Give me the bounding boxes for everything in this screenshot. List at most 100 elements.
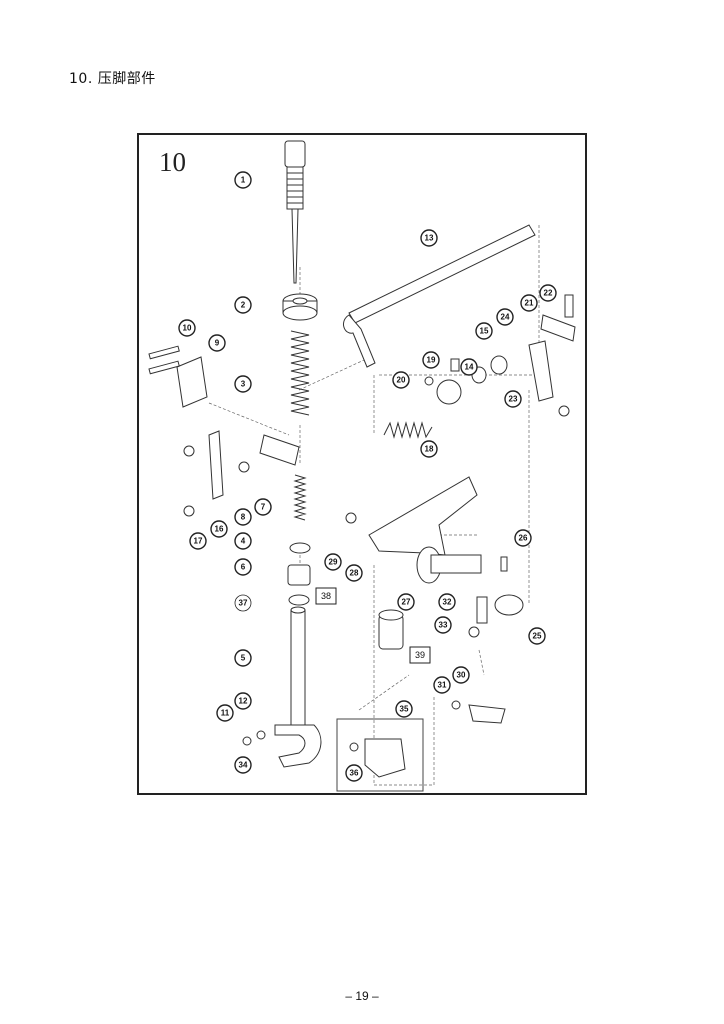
callout-34: 34 [234,756,252,774]
screw-32 [476,596,488,624]
block-part [259,434,300,466]
svg-text:27: 27 [402,598,411,607]
detail-box [336,718,424,792]
callout-10: 10 [178,319,196,337]
bracket-30 [468,704,506,724]
svg-text:10: 10 [183,324,192,333]
callout-13: 13 [420,229,438,247]
svg-text:35: 35 [400,705,409,714]
shaft-27 [416,546,482,584]
callout-19: 19 [422,351,440,369]
callout-32: 32 [438,593,456,611]
small-spring [293,474,307,521]
bracket-part [148,345,208,408]
svg-text:26: 26 [519,534,528,543]
link-arm [208,430,224,500]
callout-36: 36 [345,764,363,782]
sleeve-part [378,609,404,650]
svg-text:6: 6 [241,563,246,572]
callout-22: 22 [539,284,557,302]
svg-text:3: 3 [241,380,246,389]
callout-38: 38 [315,587,337,605]
screw-29 [345,512,357,524]
page-number: – 19 – [345,989,379,1003]
callout-layer: 1234567891011121314151617181920212223242… [178,171,557,782]
callout-20: 20 [392,371,410,389]
svg-text:11: 11 [221,709,230,718]
crank-assembly [528,294,576,417]
callout-16: 16 [210,520,228,538]
lifting-shaft [343,224,536,368]
screw-26 [500,556,508,572]
washer-12 [256,730,266,740]
svg-text:8: 8 [241,513,246,522]
washer-33 [468,626,480,638]
callout-31: 31 [433,676,451,694]
svg-text:36: 36 [350,769,359,778]
svg-text:13: 13 [425,234,434,243]
screw-17 [183,505,195,517]
svg-text:18: 18 [425,445,434,454]
callout-5: 5 [234,649,252,667]
callout-8: 8 [234,508,252,526]
nut-part [282,293,318,321]
callout-4: 4 [234,532,252,550]
presser-bar [290,606,306,731]
svg-text:14: 14 [465,363,474,372]
callout-9: 9 [208,334,226,352]
callout-3: 3 [234,375,252,393]
svg-text:37: 37 [239,599,248,608]
svg-text:20: 20 [397,376,406,385]
callout-29: 29 [324,553,342,571]
figure-number: 10 [159,147,186,177]
callout-6: 6 [234,558,252,576]
callout-26: 26 [514,529,532,547]
callout-23: 23 [504,390,522,408]
callout-35: 35 [395,700,413,718]
screw-11 [242,736,252,746]
svg-text:19: 19 [427,356,436,365]
svg-text:25: 25 [533,632,542,641]
callout-30: 30 [452,666,470,684]
callout-12: 12 [234,692,252,710]
svg-text:30: 30 [457,671,466,680]
svg-text:5: 5 [241,654,246,663]
screw-16 [183,445,195,457]
svg-text:32: 32 [443,598,452,607]
svg-text:15: 15 [480,327,489,336]
svg-text:31: 31 [438,681,447,690]
collar-part [289,542,311,554]
callout-7: 7 [254,498,272,516]
svg-text:16: 16 [215,525,224,534]
section-heading: 10. 压脚部件 [69,71,156,87]
screw-8 [238,461,250,473]
bushing-part [287,564,311,606]
svg-text:9: 9 [215,339,220,348]
callout-39: 39 [409,646,431,664]
callout-11: 11 [216,704,234,722]
svg-text:24: 24 [501,313,510,322]
callout-33: 33 [434,616,452,634]
screw-31 [451,700,461,710]
svg-text:29: 29 [329,558,338,567]
svg-text:23: 23 [509,395,518,404]
svg-text:21: 21 [525,299,534,308]
presser-foot [274,724,322,768]
callout-25: 25 [528,627,546,645]
callout-21: 21 [520,294,538,312]
svg-text:22: 22 [544,289,553,298]
callout-28: 28 [345,564,363,582]
callout-15: 15 [475,322,493,340]
callout-2: 2 [234,296,252,314]
screw-36 [349,742,359,752]
adjusting-screw [284,140,306,284]
svg-text:4: 4 [241,537,246,546]
svg-text:39: 39 [415,650,425,660]
svg-text:28: 28 [350,569,359,578]
callout-37: 37 [234,594,252,612]
callout-1: 1 [234,171,252,189]
callout-27: 27 [397,593,415,611]
callout-24: 24 [496,308,514,326]
presser-spring [290,330,310,416]
parts-figure: 10 [137,133,587,795]
